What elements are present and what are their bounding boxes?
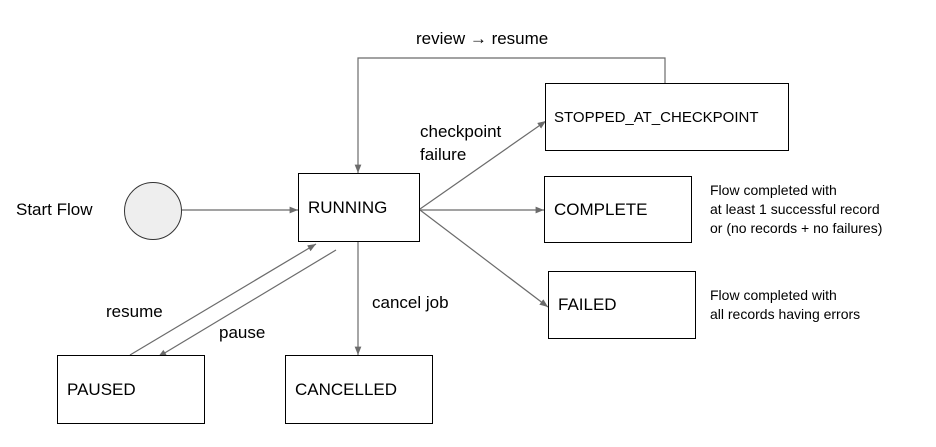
state-complete-label: COMPLETE [554, 199, 648, 219]
note-complete-line: or (no records + no failures) [710, 220, 883, 236]
label-review-resume: review → resume [416, 29, 549, 48]
label-pause: pause [219, 323, 266, 342]
arrow-paused-to-running [129, 243, 317, 356]
label-checkpoint: checkpoint [420, 122, 502, 141]
note-failed-line: all records having errors [710, 306, 861, 322]
arrow-review-resume [354, 57, 666, 173]
note-complete-line: at least 1 successful record [710, 201, 880, 217]
note-failed: Flow completed with all records having e… [710, 286, 860, 324]
note-complete: Flow completed with at least 1 successfu… [710, 181, 882, 238]
state-stopped-at-checkpoint-label: STOPPED_AT_CHECKPOINT [554, 108, 759, 126]
arrow-running-to-paused [157, 249, 337, 358]
arrow-running-to-stopped [419, 120, 547, 210]
state-cancelled-label: CANCELLED [295, 379, 398, 399]
state-running-label: RUNNING [308, 197, 388, 217]
note-failed-line: Flow completed with [710, 287, 837, 303]
label-failure: failure [420, 145, 467, 164]
state-complete: COMPLETE [544, 176, 692, 243]
arrow-running-to-failed [419, 209, 549, 308]
state-paused: PAUSED [57, 355, 205, 424]
start-node [124, 182, 182, 240]
state-stopped-at-checkpoint: STOPPED_AT_CHECKPOINT [545, 83, 789, 151]
start-flow-label: Start Flow [16, 200, 93, 219]
label-resume: resume [106, 302, 163, 321]
state-cancelled: CANCELLED [285, 355, 433, 424]
label-cancel-job: cancel job [372, 293, 449, 312]
note-complete-line: Flow completed with [710, 182, 837, 198]
state-running: RUNNING [298, 173, 420, 242]
state-failed: FAILED [548, 271, 696, 339]
state-paused-label: PAUSED [67, 379, 136, 399]
state-failed-label: FAILED [558, 295, 617, 314]
